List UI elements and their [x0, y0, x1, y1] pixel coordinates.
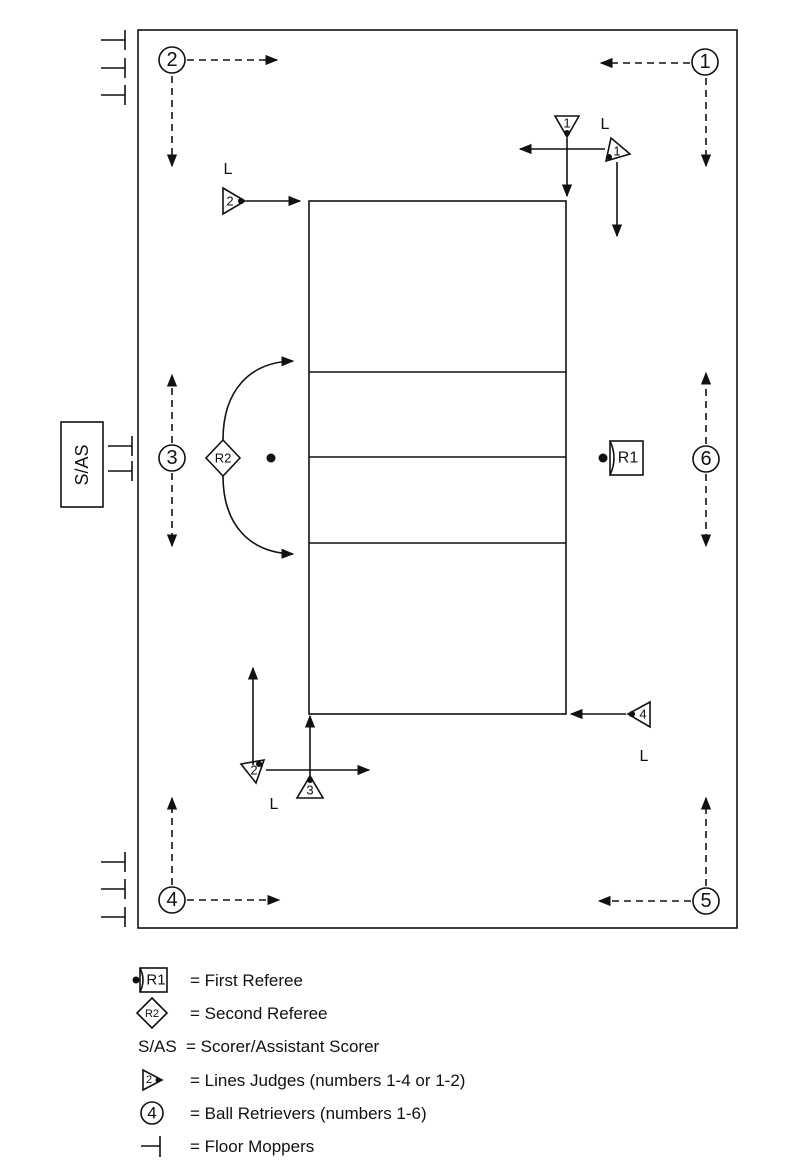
svg-text:2: 2 — [250, 763, 257, 778]
first-referee: R1 — [598, 440, 644, 476]
svg-text:= Floor Moppers: = Floor Moppers — [190, 1137, 314, 1156]
svg-text:= First Referee: = First Referee — [190, 971, 303, 990]
scorer-table: S/AS — [60, 421, 104, 508]
svg-text:4: 4 — [147, 1104, 156, 1123]
legend: R1 = First Referee R2 = Second Referee S… — [132, 967, 465, 1157]
legend-floor-mopper: = Floor Moppers — [141, 1136, 314, 1157]
svg-text:4: 4 — [639, 707, 646, 722]
floor-moppers-bottom-left — [101, 852, 126, 927]
legend-first-referee: R1 = First Referee — [132, 967, 303, 993]
svg-text:L: L — [640, 748, 649, 765]
line-judge-1-right: 1 L — [601, 116, 632, 238]
legend-scorer: S/AS = Scorer/Assistant Scorer — [138, 1037, 380, 1056]
svg-text:= Lines Judges (numbers 1-4 or: = Lines Judges (numbers 1-4 or 1-2) — [190, 1071, 465, 1090]
line-judge-3-bottom: 3 — [295, 714, 325, 799]
svg-text:S/AS: S/AS — [72, 444, 92, 485]
referee-position-dot — [266, 453, 276, 463]
line-judge-2-top-left: 2 L — [222, 161, 302, 216]
svg-text:R2: R2 — [215, 451, 232, 466]
svg-text:4: 4 — [166, 889, 177, 911]
svg-text:2: 2 — [166, 49, 177, 71]
svg-text:L: L — [224, 161, 233, 178]
svg-text:2: 2 — [226, 194, 233, 209]
svg-text:R1: R1 — [618, 450, 639, 467]
svg-text:= Second Referee: = Second Referee — [190, 1004, 328, 1023]
svg-text:R2: R2 — [145, 1008, 159, 1020]
svg-text:5: 5 — [700, 890, 711, 912]
svg-text:= Scorer/Assistant Scorer: = Scorer/Assistant Scorer — [186, 1037, 380, 1056]
svg-text:2: 2 — [146, 1074, 152, 1086]
ball-retriever-4: 4 — [158, 796, 281, 914]
free-zone-boundary — [137, 29, 738, 929]
ball-retriever-1: 1 — [599, 48, 719, 168]
floor-moppers-scorer — [108, 436, 133, 481]
line-judge-2-bottom: 2 L — [239, 666, 371, 813]
svg-text:3: 3 — [306, 783, 313, 798]
svg-text:3: 3 — [166, 447, 177, 469]
court — [308, 200, 567, 715]
line-judge-4-right: 4 L — [569, 700, 651, 765]
legend-line-judge: 2 = Lines Judges (numbers 1-4 or 1-2) — [142, 1068, 465, 1092]
ball-retriever-3: 3 — [158, 373, 186, 548]
svg-text:L: L — [601, 116, 610, 133]
ball-retriever-5: 5 — [597, 796, 720, 915]
svg-text:1: 1 — [613, 144, 620, 159]
line-judge-1-top: 1 — [518, 115, 605, 198]
svg-text:L: L — [270, 796, 279, 813]
svg-text:1: 1 — [563, 116, 570, 131]
svg-text:S/AS: S/AS — [138, 1037, 177, 1056]
svg-text:R1: R1 — [146, 972, 165, 989]
svg-text:1: 1 — [699, 51, 710, 73]
legend-second-referee: R2 = Second Referee — [135, 996, 328, 1030]
second-referee: R2 — [204, 356, 295, 559]
ball-retriever-6: 6 — [692, 371, 720, 548]
floor-moppers-top-left — [101, 30, 126, 105]
legend-ball-retriever: 4 = Ball Retrievers (numbers 1-6) — [140, 1101, 427, 1125]
ball-retriever-2: 2 — [158, 46, 279, 168]
svg-text:= Ball Retrievers (numbers 1-6: = Ball Retrievers (numbers 1-6) — [190, 1104, 427, 1123]
svg-text:6: 6 — [700, 448, 711, 470]
